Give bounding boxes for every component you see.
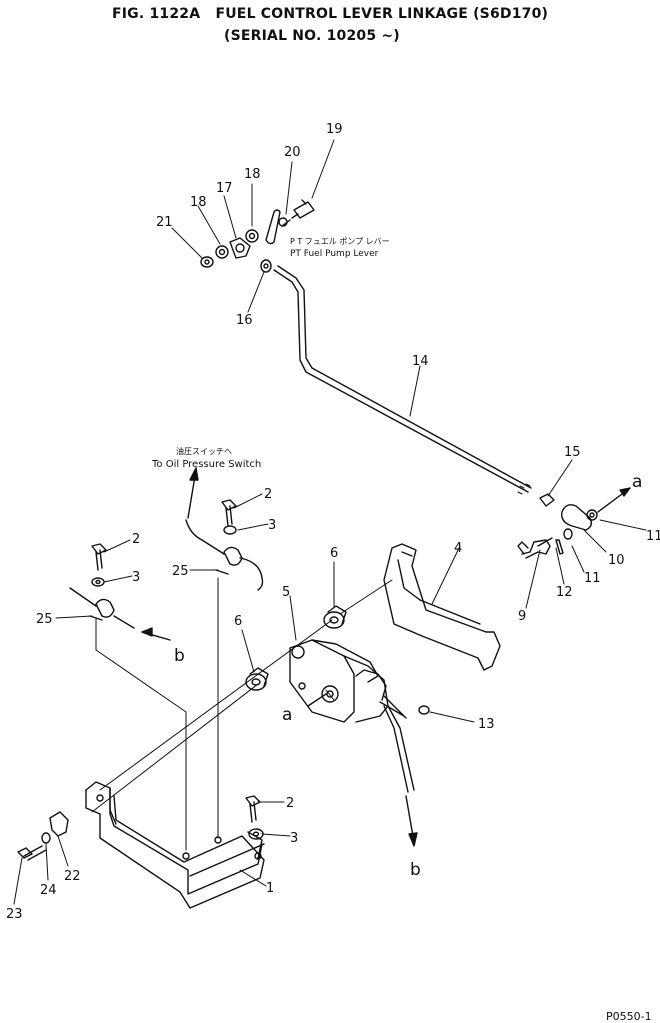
callout-13: 13: [478, 717, 495, 732]
callout-11-lower: 11: [584, 571, 601, 586]
flow-arrows: [141, 467, 631, 847]
assembly-lines: [91, 577, 393, 851]
upper-joint-parts: [200, 199, 315, 273]
callout-4: 4: [454, 541, 462, 556]
pt-pump-note-jp: P T フュエル ポンプ レバー: [290, 237, 390, 246]
arrow-a-mid: [307, 693, 327, 707]
callout-6-lower: 6: [234, 614, 242, 629]
fuel-control-rod: [273, 265, 532, 495]
mounting-bracket: [85, 781, 265, 909]
bracket-fasteners: [17, 811, 69, 861]
callout-2-left: 2: [132, 532, 140, 547]
arrowhead-a-top: [619, 487, 631, 497]
callout-18-lower: 18: [190, 195, 207, 210]
callout-20: 20: [284, 145, 301, 160]
connection-a-top: a: [632, 472, 642, 492]
callout-14: 14: [412, 354, 429, 369]
callout-24: 24: [40, 883, 57, 898]
callout-6-upper: 6: [330, 546, 338, 561]
callout-17: 17: [216, 181, 233, 196]
connection-letters: a a b b: [174, 472, 642, 880]
bushings: [245, 605, 347, 691]
callout-23: 23: [6, 907, 23, 922]
callout-1: 1: [266, 881, 274, 896]
figure-title: FIG. 1122A FUEL CONTROL LEVER LINKAGE (S…: [112, 6, 549, 22]
lower-joint-parts: [517, 493, 598, 559]
connection-b-bottom: b: [410, 860, 421, 880]
callout-3-left: 3: [132, 570, 140, 585]
control-housing: [289, 639, 415, 793]
pt-pump-note-en: PT Fuel Pump Lever: [290, 249, 379, 259]
page-code: P0550-1: [606, 1010, 652, 1023]
callout-22: 22: [64, 869, 81, 884]
callout-15: 15: [564, 445, 581, 460]
callout-19: 19: [326, 122, 343, 137]
arrowhead-b-left: [141, 627, 153, 637]
callout-3-top: 3: [268, 518, 276, 533]
callout-leaders: [13, 139, 647, 905]
callout-25-lower: 25: [36, 612, 53, 627]
callout-12: 12: [556, 585, 573, 600]
lever-arm: [383, 543, 501, 671]
callout-numbers: 19 20 18 17 18 21 16 14 15 11 10 11 12 9…: [6, 122, 660, 922]
callout-2-bottom: 2: [286, 796, 294, 811]
oil-switch-note-jp: 油圧スイッチへ: [176, 446, 232, 456]
callout-21: 21: [156, 215, 173, 230]
callout-10: 10: [608, 553, 625, 568]
callout-25-upper: 25: [172, 564, 189, 579]
callout-9: 9: [518, 609, 526, 624]
oil-switch-note-en: To Oil Pressure Switch: [151, 459, 261, 470]
arrowhead-b-bottom: [408, 832, 418, 847]
left-fasteners: [69, 499, 264, 840]
callout-2-top: 2: [264, 487, 272, 502]
nut-13: [418, 705, 430, 715]
arrowhead-oil-switch: [189, 467, 199, 481]
figure-serial: (SERIAL NO. 10205 ~): [224, 28, 400, 44]
callout-16: 16: [236, 313, 253, 328]
callout-11-right: 11: [646, 529, 660, 544]
callout-5: 5: [282, 585, 290, 600]
callout-18-upper: 18: [244, 167, 261, 182]
connection-a-mid: a: [282, 705, 292, 725]
callout-3-bottom: 3: [290, 831, 298, 846]
connection-b-left: b: [174, 646, 185, 666]
